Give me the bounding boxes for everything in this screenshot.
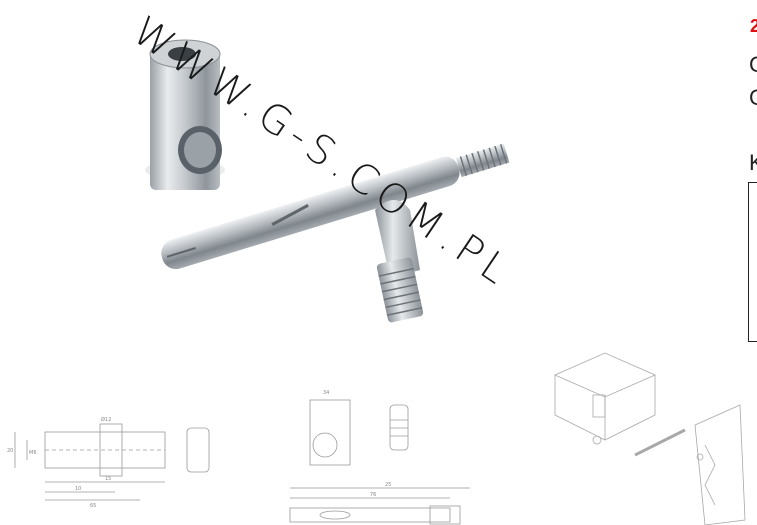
technical-drawing-assembly: [554, 352, 746, 525]
connecting-rod: [161, 143, 510, 270]
dim-label-7: 34: [323, 390, 329, 396]
dim-label-5: 10: [75, 486, 81, 492]
technical-drawing-rod: Ø12 20 M6 15 10 65: [7, 416, 210, 509]
right-panel-line-2: C: [749, 85, 757, 110]
dim-label-6: 65: [90, 503, 96, 509]
dim-label-9: 76: [370, 492, 376, 498]
right-panel-line-1: C: [749, 52, 757, 77]
right-panel-red-fragment: 2: [750, 16, 757, 34]
dim-label-2: 20: [7, 448, 13, 454]
right-panel-bracket: [748, 182, 757, 342]
right-panel-line-3: K: [749, 150, 757, 175]
dim-label-3: M6: [29, 450, 37, 456]
barrel-nut: [145, 39, 225, 190]
product-photo: [145, 39, 510, 323]
small-bolt: [375, 200, 424, 323]
dim-label-8: 25: [385, 482, 391, 488]
dim-label-4: 15: [105, 476, 111, 482]
technical-drawing-parts: 34 25 76: [289, 390, 470, 525]
dim-label-1: Ø12: [101, 416, 111, 423]
